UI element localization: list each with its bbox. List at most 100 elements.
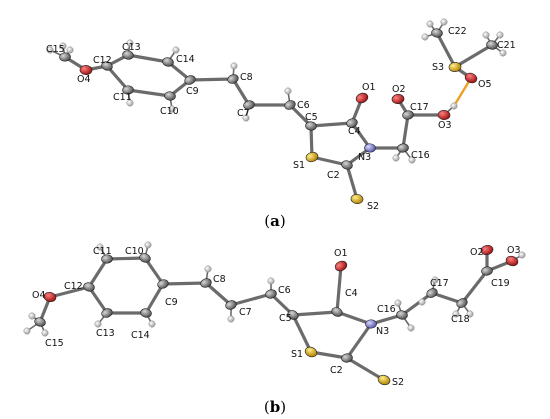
atom-label-c16: C16 (411, 150, 430, 161)
atom-c17 (426, 288, 438, 298)
atom-label-c19: C19 (491, 278, 510, 289)
atom-c22 (431, 28, 443, 38)
atom-label-c2: C2 (327, 170, 340, 181)
atom-hydrogen (482, 31, 490, 39)
bond-S1-C5 (291, 313, 313, 354)
bond-C11-C10 (105, 256, 147, 261)
atom-label-c14: C14 (131, 330, 150, 341)
atom-hydrogen (426, 20, 434, 28)
atom-hydrogen (450, 102, 458, 110)
hydrogen-bond (452, 77, 473, 107)
atom-hydrogen (284, 87, 292, 95)
atom-label-c8: C8 (213, 274, 226, 285)
atom-label-c7: C7 (239, 307, 252, 318)
atom-o1 (355, 92, 369, 104)
atom-label-c22: C22 (448, 26, 467, 37)
atom-label-c12: C12 (93, 55, 112, 66)
atom-c6 (284, 100, 296, 110)
panel-a-hydrogen-bonds (452, 77, 473, 107)
atom-label-c8: C8 (240, 72, 253, 83)
atom-label-c6: C6 (278, 285, 291, 296)
bond-C2-S2 (345, 163, 359, 201)
bond-C8-C7 (204, 281, 233, 307)
atom-c7 (225, 300, 237, 310)
atom-label-o2: O2 (392, 84, 406, 95)
atom-c5 (305, 121, 317, 131)
atom-hydrogen (144, 241, 152, 249)
atom-c6 (265, 289, 277, 299)
atom-c19 (481, 266, 493, 276)
atom-c10 (139, 253, 151, 263)
atom-hydrogen (172, 46, 180, 54)
atom-c4 (346, 118, 358, 128)
bond-C9-C14 (144, 282, 165, 315)
bond-C18-C19 (460, 269, 489, 305)
atom-label-c9: C9 (165, 297, 178, 308)
bond-C4-N3 (335, 310, 373, 326)
bond-C13-C14 (126, 53, 170, 64)
atom-label-c10: C10 (125, 246, 144, 257)
atom-c11 (101, 254, 113, 264)
atom-label-c15: C15 (45, 338, 64, 349)
atom-label-s2: S2 (367, 201, 379, 212)
bond-S3-C21 (453, 43, 494, 69)
atom-o1 (334, 260, 348, 272)
atom-s1 (304, 346, 318, 358)
atom-c14 (162, 57, 174, 67)
atom-label-c14: C14 (176, 54, 195, 65)
atom-label-c17: C17 (430, 278, 449, 289)
atom-hydrogen (431, 276, 439, 284)
atom-o2 (480, 244, 494, 256)
atom-n3 (364, 143, 376, 153)
atom-c17 (402, 110, 414, 120)
atom-c7 (243, 100, 255, 110)
panel-b-bonds (26, 244, 523, 382)
atom-label-s1: S1 (291, 349, 303, 360)
atom-c13 (122, 50, 134, 60)
atom-label-o2: O2 (470, 247, 484, 258)
atom-hydrogen (392, 154, 400, 162)
atom-s2 (350, 194, 364, 204)
atom-label-o1: O1 (334, 248, 348, 259)
atom-hydrogen (94, 320, 102, 328)
atom-c8 (200, 278, 212, 288)
atom-label-c7: C7 (237, 108, 250, 119)
atom-o2 (391, 94, 405, 104)
atom-hydrogen (46, 46, 54, 54)
atom-c12 (83, 282, 95, 292)
caption-b: (b) (264, 398, 286, 416)
atom-label-c10: C10 (160, 106, 179, 117)
panel-a-atoms (46, 18, 507, 204)
panel-b-atoms (23, 241, 526, 386)
atom-hydrogen (518, 251, 526, 259)
atom-hydrogen (126, 39, 134, 47)
atom-hydrogen (496, 31, 504, 39)
atom-c18 (456, 298, 468, 308)
atom-hydrogen (204, 265, 212, 273)
atom-label-c2: C2 (330, 365, 343, 376)
bond-C4-N3 (350, 121, 372, 150)
atom-c2 (341, 353, 353, 363)
atom-c16 (396, 310, 408, 320)
atom-hydrogen (28, 312, 36, 320)
atom-hydrogen (59, 42, 67, 50)
panel-a-atom-labels: C15O4C12C13C11C10C14C9C8C7C6C5C4O1N3C2S1… (46, 26, 516, 212)
atom-c4 (331, 307, 343, 317)
atom-label-c13: C13 (122, 42, 141, 53)
atom-label-o4: O4 (77, 74, 91, 85)
bond-C16-C17 (401, 113, 410, 150)
atom-label-c4: C4 (345, 288, 358, 299)
atom-s3 (448, 62, 462, 72)
bond-C8-C7 (231, 77, 251, 107)
atom-label-o4: O4 (32, 290, 46, 301)
atom-hydrogen (96, 243, 104, 251)
atom-c16 (397, 143, 409, 153)
atom-hydrogen (440, 18, 448, 26)
bond-S1-C5 (309, 124, 314, 159)
bond-O4-C12 (48, 285, 91, 299)
atom-hydrogen (499, 49, 507, 57)
atom-hydrogen (394, 299, 402, 307)
atom-label-c13: C13 (96, 328, 115, 339)
panel-a-molecule: C15O4C12C13C11C10C14C9C8C7C6C5C4O1N3C2S1… (46, 18, 516, 212)
